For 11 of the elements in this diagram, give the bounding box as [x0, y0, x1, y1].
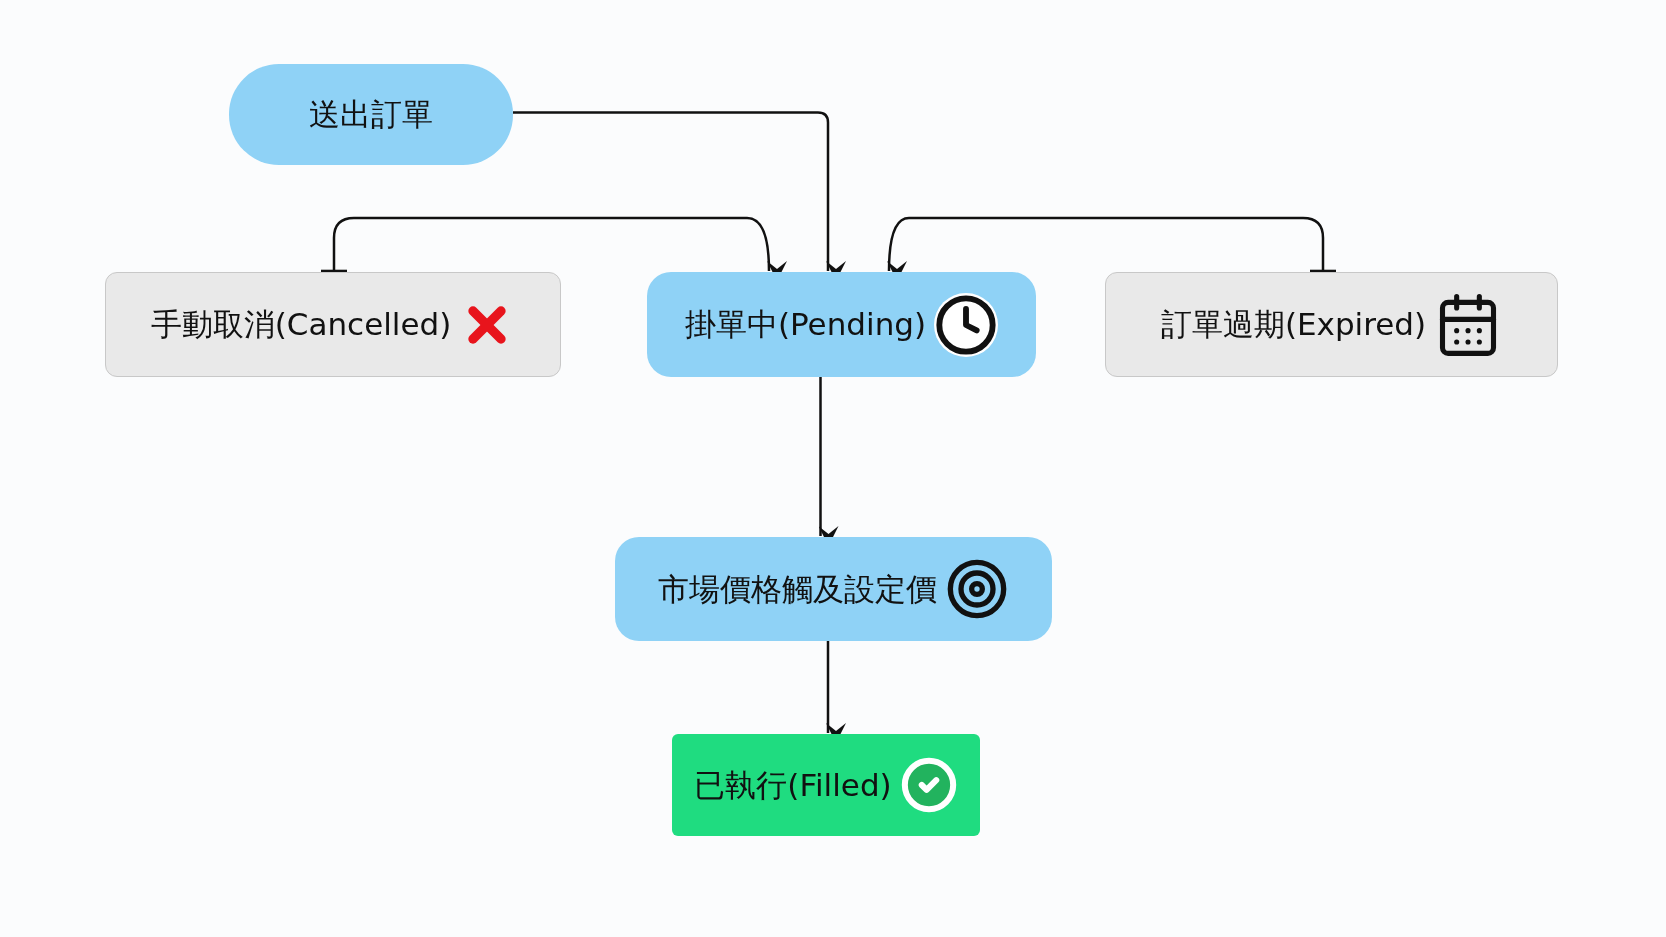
condition-box [615, 537, 1052, 641]
node-label: 掛單中(Pending) [684, 305, 927, 345]
state-box [1105, 272, 1558, 377]
state-box [105, 272, 561, 377]
node-label: 已執行(Filled) [694, 765, 892, 805]
node-label: 訂單過期(Expired) [1160, 305, 1427, 345]
node-label: 送出訂單 [309, 95, 433, 135]
node-label: 市場價格觸及設定價 [658, 569, 937, 609]
state-box [647, 272, 1036, 377]
state-box [672, 734, 980, 836]
node-label: 手動取消(Cancelled) [150, 305, 452, 345]
